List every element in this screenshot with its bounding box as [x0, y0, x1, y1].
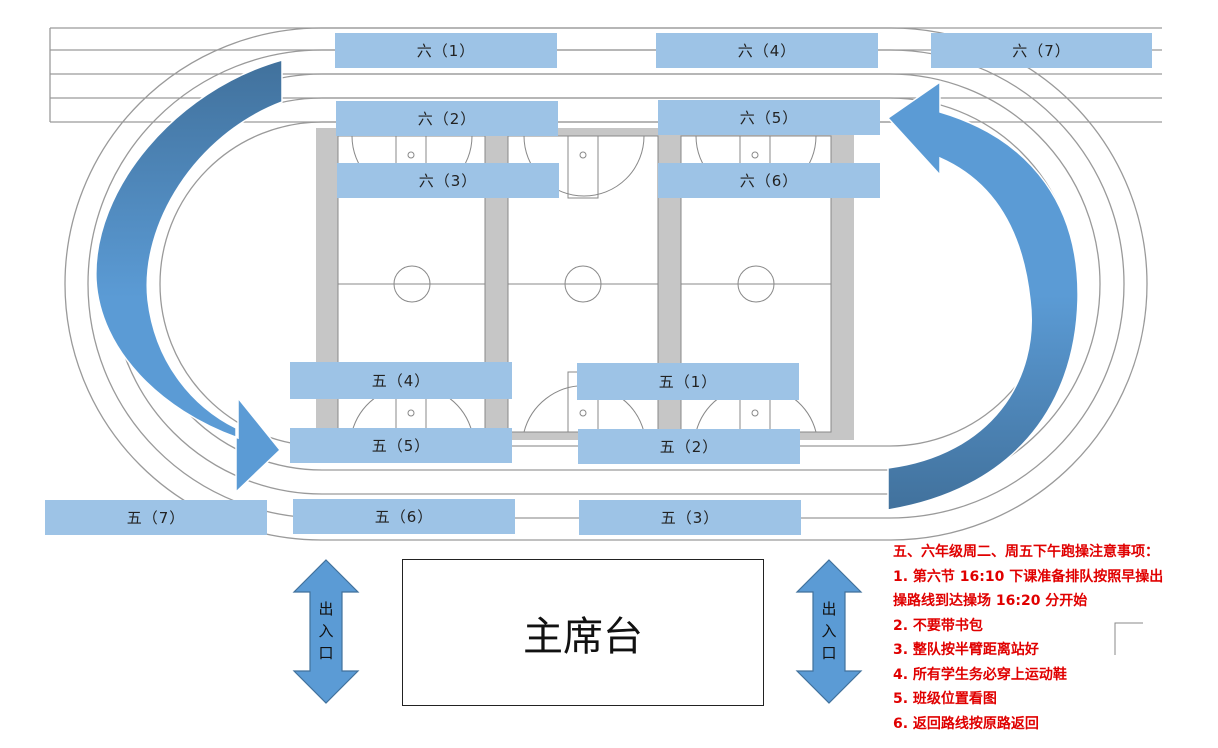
class-five-7: 五（7）: [45, 500, 267, 535]
main-stage: 主席台: [402, 559, 764, 706]
class-six-3: 六（3）: [337, 163, 559, 198]
entrance-char: 口: [821, 644, 837, 662]
entrance-char: 出: [821, 600, 837, 618]
notes-item-1b: 操路线到达操场 16:20 分开始: [893, 593, 1088, 609]
class-five-6: 五（6）: [293, 499, 515, 534]
class-six-2: 六（2）: [336, 101, 558, 136]
notes-item-3: 3. 整队按半臂距离站好: [893, 642, 1039, 658]
curved-arrow-down-icon: [95, 59, 283, 494]
class-five-3: 五（3）: [579, 500, 801, 535]
right-entrance-label: 出 入 口: [819, 598, 839, 664]
left-entrance-label: 出 入 口: [316, 598, 336, 664]
class-five-2: 五（2）: [578, 429, 800, 464]
entrance-char: 入: [821, 622, 837, 640]
corner-mark: [1114, 622, 1143, 655]
entrance-char: 出: [318, 600, 334, 618]
class-five-5: 五（5）: [290, 428, 512, 463]
class-six-6: 六（6）: [658, 163, 880, 198]
double-arrow-vertical-icon: [795, 559, 863, 704]
notes-item-5: 5. 班级位置看图: [893, 691, 997, 707]
entrance-char: 口: [318, 644, 334, 662]
entrance-char: 入: [318, 622, 334, 640]
curved-arrow-up-icon: [886, 80, 1079, 511]
class-six-7: 六（7）: [931, 33, 1152, 68]
double-arrow-vertical-icon: [292, 559, 360, 704]
stage-label: 主席台: [523, 613, 643, 660]
class-six-5: 六（5）: [658, 100, 880, 135]
notes-panel: 五、六年级周二、周五下午跑操注意事项： 1. 第六节 16:10 下课准备排队按…: [893, 540, 1213, 736]
notes-item-6: 6. 返回路线按原路返回: [893, 715, 1039, 732]
notes-item-2: 2. 不要带书包: [893, 617, 983, 634]
class-five-1: 五（1）: [577, 363, 799, 400]
notes-title: 五、六年级周二、周五下午跑操注意事项：: [893, 544, 1159, 560]
class-six-1: 六（1）: [335, 33, 557, 68]
class-six-4: 六（4）: [656, 33, 878, 68]
class-five-4: 五（4）: [290, 362, 512, 399]
notes-item-4: 4. 所有学生务必穿上运动鞋: [893, 666, 1067, 683]
notes-item-1a: 1. 第六节 16:10 下课准备排队按照早操出: [893, 568, 1164, 585]
